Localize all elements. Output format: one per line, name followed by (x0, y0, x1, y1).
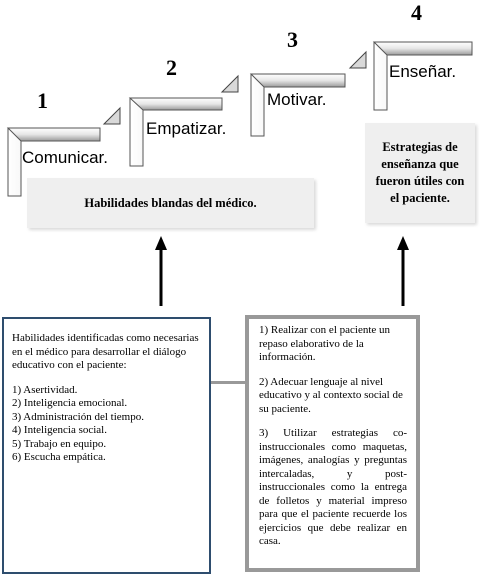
skill-item: 4) Inteligencia social. (12, 424, 107, 436)
step-label-comunicar: Comunicar. (22, 148, 108, 167)
strategy-item: 2) Adecuar lenguaje al nivel educativo y… (259, 375, 403, 415)
step-number-3: 3 (287, 27, 298, 52)
skill-item: 1) Asertividad. (12, 383, 78, 396)
soft-skills-title: Habilidades blandas del médico. (84, 195, 257, 210)
panel-connector (211, 381, 245, 384)
skills-intro: Habilidades identificadas como necesaria… (12, 332, 199, 371)
step-1-bracket (6, 106, 121, 197)
strategies-list-panel: 1) Realizar con el paciente un repaso el… (245, 315, 420, 572)
strategies-title: Estrategias de enseñanza que fueron útil… (375, 140, 465, 205)
step-number-1: 1 (37, 88, 48, 113)
step-4-bracket (372, 41, 473, 111)
step-2-bracket (128, 74, 239, 167)
skill-item: 6) Escucha empática. (12, 451, 106, 463)
arrow-up-right (397, 236, 409, 306)
skill-item: 5) Trabajo en equipo. (12, 437, 107, 450)
step-3-bracket (249, 50, 367, 137)
arrow-up-left (155, 236, 167, 306)
step-label-empatizar: Empatizar. (146, 119, 227, 138)
soft-skills-box: Habilidades blandas del médico. (27, 178, 314, 228)
strategy-item: 1) Realizar con el paciente un repaso el… (259, 324, 391, 363)
skill-item: 2) Inteligencia emocional. (12, 397, 128, 409)
step-number-4: 4 (411, 0, 422, 25)
strategies-box: Estrategias de enseñanza que fueron útil… (365, 123, 475, 223)
step-label-ensenar: Enseñar. (389, 62, 457, 81)
skills-list-panel: Habilidades identificadas como necesaria… (2, 317, 211, 574)
step-label-motivar: Motivar. (267, 90, 327, 109)
strategy-item: 3) Utilizar estrategias co-instruccional… (259, 427, 407, 547)
skill-item: 3) Administración del tiempo. (12, 410, 144, 423)
step-number-2: 2 (166, 55, 177, 80)
staircase-diagram (6, 41, 473, 306)
